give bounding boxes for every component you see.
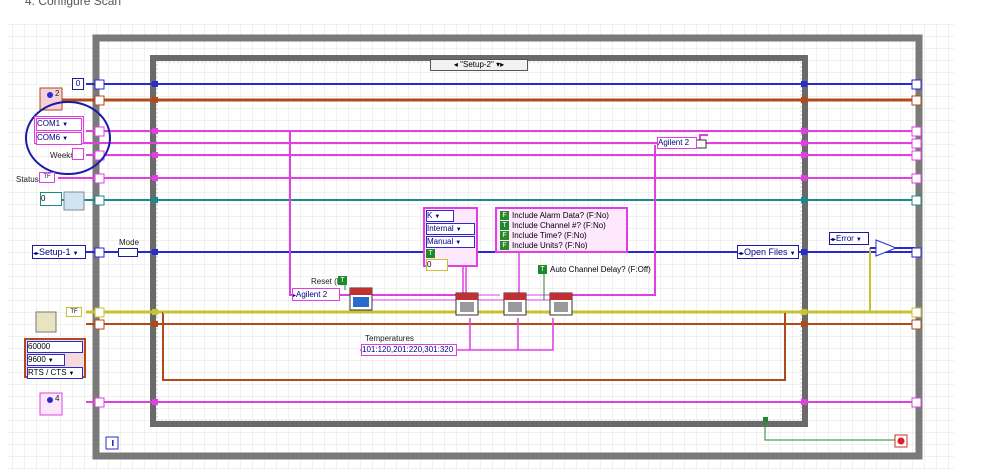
status-label: Status: [16, 175, 39, 184]
numeric-constant[interactable]: 0: [40, 192, 62, 206]
config-cluster[interactable]: K▼ Internal▼ Manual▼ T 0: [423, 207, 478, 271]
case-selector[interactable]: ◂ "Setup-2" ▾▸: [430, 59, 528, 71]
setup-enum[interactable]: ◂▸Setup-1▼: [32, 245, 86, 259]
dropdown-icon: ▼: [72, 251, 79, 257]
case-tunnels: [152, 81, 807, 405]
reference-enum[interactable]: Internal▼: [426, 223, 475, 235]
tf-constant[interactable]: TF: [66, 307, 82, 317]
com-port-1[interactable]: COM1▼: [36, 118, 82, 131]
agilent-ref-out[interactable]: Agilent 2: [657, 137, 697, 149]
dropdown-icon: ▼: [855, 237, 862, 243]
loop-tunnels: [94, 79, 922, 408]
dropdown-icon: ▼: [47, 358, 54, 364]
com-port-list[interactable]: COM1▼ COM6▼: [34, 116, 84, 145]
left-icons: [35, 87, 85, 416]
config-number[interactable]: 0: [426, 259, 448, 271]
page-heading: 4. Configure Scan: [25, 0, 122, 8]
enum-icon: ◂▸: [830, 237, 837, 243]
timeout-field[interactable]: 60000: [27, 341, 83, 353]
com-port-highlight: [25, 101, 111, 175]
reset-bool[interactable]: T: [338, 274, 350, 286]
week-label: Week#: [50, 151, 75, 160]
status-constant[interactable]: TF: [39, 172, 55, 183]
dropdown-icon: ▼: [62, 136, 69, 142]
case-prev-icon[interactable]: ◂: [453, 60, 458, 69]
temperatures-constant[interactable]: 101:120,201:220,301:320: [361, 344, 457, 356]
case-selector-label: "Setup-2": [460, 60, 494, 69]
baud-field[interactable]: 9600▼: [27, 354, 65, 366]
dropdown-icon: ▼: [455, 227, 462, 233]
reset-label: Reset (F): [311, 277, 345, 286]
enum-icon: ◂▸: [33, 251, 40, 257]
enum-icon: ◂▸: [738, 251, 745, 257]
thermo-type-enum[interactable]: K▼: [426, 210, 454, 222]
diagram-grid: [8, 24, 954, 470]
com-port-2[interactable]: COM6▼: [36, 132, 82, 145]
dropdown-icon: ▼: [455, 240, 462, 246]
serial-cluster[interactable]: 60000 9600▼ RTS / CTS▼: [24, 338, 86, 379]
index-constant[interactable]: 0: [72, 78, 84, 90]
outer-loop-frame: [92, 34, 923, 460]
wire-in-icon: ▸: [293, 293, 297, 299]
week-control[interactable]: [72, 148, 84, 160]
agilent-ref-in[interactable]: ▸Agilent 2: [292, 288, 340, 301]
dropdown-icon: ▼: [789, 251, 796, 257]
temperatures-label: Temperatures: [365, 334, 414, 343]
icon-digit-2: 4: [55, 394, 60, 403]
dropdown-icon: ▼: [62, 122, 69, 128]
mode-terminal[interactable]: [118, 248, 138, 257]
subvi-icons: [349, 287, 573, 316]
icon-digit-1: 2: [55, 89, 60, 98]
error-enum[interactable]: ◂▸Error▼: [829, 232, 869, 245]
open-files-enum[interactable]: ◂▸Open Files▼: [737, 245, 799, 259]
flow-field[interactable]: RTS / CTS▼: [27, 367, 83, 379]
case-structure-frame: [150, 55, 808, 427]
mode-label: Mode: [119, 238, 140, 247]
agilent-out-node: [695, 139, 707, 149]
unbundle-node: [875, 239, 898, 257]
case-next-icon[interactable]: ▾▸: [496, 60, 505, 69]
trigger-enum[interactable]: Manual▼: [426, 236, 475, 248]
dropdown-icon: ▼: [434, 214, 441, 220]
config-bool[interactable]: T: [426, 249, 475, 259]
dropdown-icon: ▼: [68, 371, 75, 377]
